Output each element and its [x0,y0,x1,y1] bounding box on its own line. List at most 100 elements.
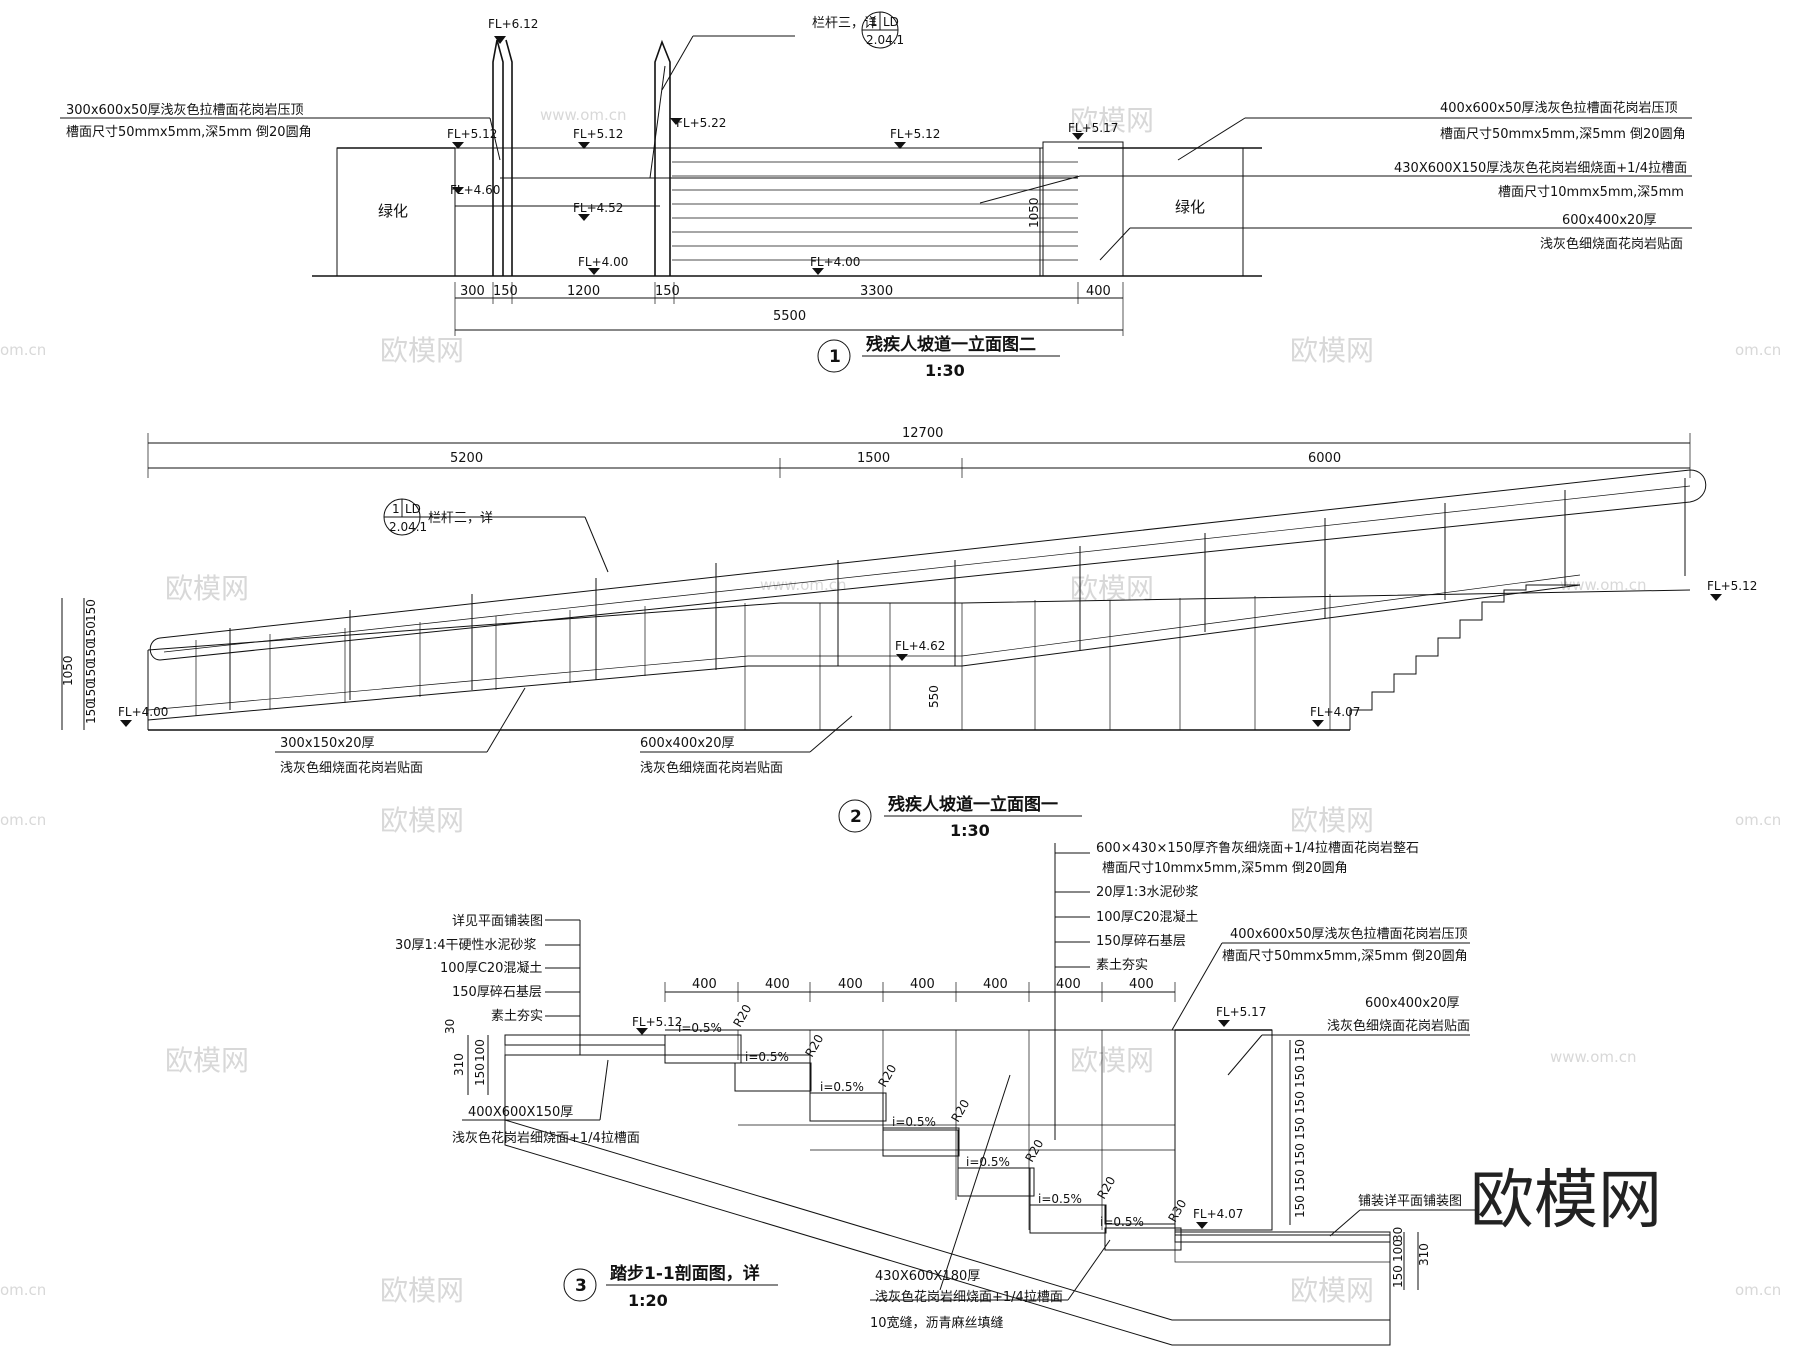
note-line: 浅灰色细烧面花岗岩贴面 [640,760,783,776]
note-line: 10宽缝，沥青麻丝填缝 [870,1315,1004,1331]
note-line: 600x400x20厚 [1562,213,1657,228]
level-mark: FL+5.12 [573,127,623,141]
note-line: 600x400x20厚 [1365,996,1460,1011]
ref-number: 1 [870,15,878,29]
level-mark: FL+4.00 [118,705,168,719]
note-line: 400x600x50厚浅灰色拉槽面花岗岩压顶 [1440,100,1678,116]
dim-label: 150 [1293,1091,1307,1114]
ramp-wall-line [147,584,1581,721]
callout-text: 栏杆三，详 [812,16,877,31]
view-scale: 1:30 [925,361,965,380]
slope-label: i=0.5% [745,1050,789,1064]
level-mark: FL+5.12 [890,127,940,141]
note-line: 300x150x20厚 [280,736,375,751]
annotation-notes: 1 LD 2.04.1 栏杆三，详 300x150x20厚 浅灰色细烧面花岗岩贴… [275,498,853,776]
ref-sub: LD [883,15,899,29]
dim-total: 5500 [773,309,806,324]
dim-label: 30 [1391,1227,1405,1242]
dim-label: 150 [84,599,98,622]
compacted-soil [504,1120,1391,1346]
view-number-circle [838,799,872,833]
slope-label: i=0.5% [966,1155,1010,1169]
note-line: 槽面尺寸50mmx5mm,深5mm 倒20圆角 [1440,127,1686,142]
dim-label: 150 [1293,1195,1307,1218]
left-dimension-stack: 30 310 100 150 [443,1019,489,1095]
right-dimension-stack: 150 150 150 150 150 150 150 30 100 150 3… [1289,1039,1431,1290]
view-number: 3 [575,1276,587,1296]
view-number-circle [563,1268,597,1302]
dim-label: 150 [84,681,98,704]
watermark-url: om.cn [1735,341,1781,359]
dim-label: 150 [1293,1039,1307,1062]
view-title: 残疾人坡道一立面图一 [888,794,1058,815]
dim-label: 400 [838,977,863,992]
level-mark: FL+4.00 [810,255,860,269]
dim-label: 310 [452,1053,466,1076]
dim-label: 310 [1417,1243,1431,1266]
note-line: 30厚1:4干硬性水泥砂浆 [395,938,536,953]
watermark-url: om.cn [1735,1281,1781,1299]
note-line: 浅灰色细烧面花岗岩贴面 [1540,236,1683,252]
level-mark: FL+4.62 [895,639,945,653]
level-mark: FL+4.60 [450,183,500,197]
ref-number: 1 [392,502,400,516]
note-line: 430X600X150厚浅灰色花岗岩细烧面+1/4拉槽面 [1394,160,1687,176]
watermark: 欧模网 [380,334,464,367]
watermark: 欧模网 [165,572,249,605]
watermark: 欧模网 [1070,1044,1154,1077]
dim-label: 400 [692,977,717,992]
slope-label: i=0.5% [1100,1215,1144,1229]
note-line: 100厚C20混凝土 [440,960,542,976]
dim-label: 150 [655,284,680,299]
slope-label: i=0.5% [1038,1192,1082,1206]
brand-logo: 欧模网 [1470,1164,1662,1238]
note-line: 150厚碎石基层 [452,985,542,1000]
radius-label: R20 [1094,1174,1118,1201]
dim-label: 1500 [857,451,890,466]
watermark: 欧模网 [165,1044,249,1077]
view-title: 残疾人坡道一立面图二 [866,334,1036,355]
watermark-url: om.cn [0,1281,46,1299]
level-marks: FL+4.00 FL+4.62 FL+4.07 FL+5.12 [118,579,1757,727]
height-dimension: 1050 [1027,197,1041,228]
radius-label: R30 [1165,1197,1189,1224]
watermark-url: www.om.cn [1560,576,1647,594]
ref-sheet: 2.04.1 [389,520,427,534]
side-stairs [1349,584,1580,730]
note-line: 300x600x50厚浅灰色拉槽面花岗岩压顶 [66,102,304,118]
note-line: 150厚碎石基层 [1096,934,1186,949]
dim-label: 100 [473,1039,487,1062]
annotation-notes: 600×430×150厚齐鲁灰细烧面+1/4拉槽面花岗岩整石 槽面尺寸10mmx… [395,840,1470,1140]
watermark-url: www.om.cn [1550,1048,1637,1066]
slope-label: i=0.5% [892,1115,936,1129]
stone-steps [664,1034,1182,1251]
watermark: 欧模网 [380,804,464,837]
dim-label: 150 [84,621,98,644]
dim-label: 150 [84,701,98,724]
level-mark: FL+5.12 [447,127,497,141]
watermarks: 欧模网 欧模网 欧模网 欧模网 欧模网 欧模网 欧模网 欧模网 欧模网 欧模网 … [0,104,1781,1307]
dim-label: 5200 [450,451,483,466]
note-line: 槽面尺寸10mmx5mm,深5mm 倒20圆角 [1102,861,1348,876]
level-mark: FL+5.12 [1707,579,1757,593]
note-line: 浅灰色花岗岩细烧面+1/4拉槽面 [452,1130,640,1146]
dim-label: 150 [1293,1169,1307,1192]
dim-label: 30 [443,1019,457,1034]
note-line: 20厚1:3水泥砂浆 [1096,885,1198,900]
dimension-line: 12700 5200 1500 6000 [147,426,1691,478]
view-title: 踏步1-1剖面图，详 [610,1263,760,1284]
note-line: 详见平面铺装图 [452,914,543,929]
view2-elevation-1: 12700 5200 1500 6000 [61,426,1757,840]
view3-step-section: 600×430×150厚齐鲁灰细烧面+1/4拉槽面花岗岩整石 槽面尺寸10mmx… [395,840,1475,1346]
note-line: 100厚C20混凝土 [1096,909,1198,925]
dim-label: 150 [1391,1265,1405,1288]
level-mark: FL+4.07 [1193,1207,1243,1221]
note-line: 600×430×150厚齐鲁灰细烧面+1/4拉槽面花岗岩整石 [1096,840,1419,856]
green-label: 绿化 [378,202,408,220]
side-wall [1174,1029,1273,1231]
note-line: 素土夯实 [1096,958,1148,973]
stair-treads [672,141,1124,277]
note-line: 槽面尺寸10mmx5mm,深5mm [1498,185,1684,200]
annotation-notes-bottom: 400X600X150厚 浅灰色花岗岩细烧面+1/4拉槽面 430X600X18… [452,1059,1475,1331]
note-line: 槽面尺寸50mmx5mm,深5mm 倒20圆角 [1222,949,1468,964]
